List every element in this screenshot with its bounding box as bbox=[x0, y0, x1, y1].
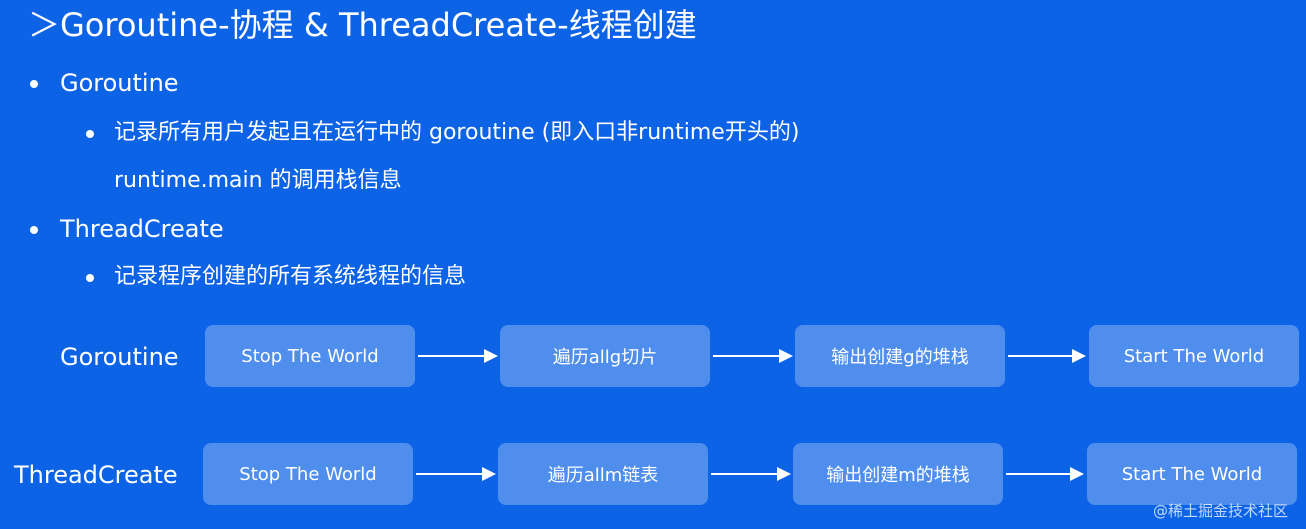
bullet-dot bbox=[30, 226, 38, 234]
step-start-the-world: Start The World bbox=[1087, 443, 1297, 505]
step-stop-the-world: Stop The World bbox=[203, 443, 413, 505]
step-iterate-allm: 遍历allm链表 bbox=[498, 443, 708, 505]
row-label-threadcreate: ThreadCreate bbox=[14, 461, 178, 489]
step-iterate-allg: 遍历allg切片 bbox=[500, 325, 710, 387]
step-start-the-world: Start The World bbox=[1089, 325, 1299, 387]
bullet-threadcreate: ThreadCreate bbox=[60, 215, 224, 243]
sub-bullet-dot bbox=[86, 130, 94, 138]
arrow-right bbox=[416, 467, 496, 481]
arrow-right bbox=[1008, 349, 1086, 363]
goroutine-desc-line-1: 记录所有用户发起且在运行中的 goroutine (即入口非runtime开头的… bbox=[114, 120, 800, 145]
page-title: ＞Goroutine-协程 & ThreadCreate-线程创建 bbox=[28, 6, 697, 44]
arrow-right bbox=[713, 349, 793, 363]
step-output-m-stack: 输出创建m的堆栈 bbox=[793, 443, 1003, 505]
arrow-right bbox=[418, 349, 498, 363]
step-output-g-stack: 输出创建g的堆栈 bbox=[795, 325, 1005, 387]
watermark: @稀土掘金技术社区 bbox=[1152, 502, 1288, 520]
bullet-goroutine: Goroutine bbox=[60, 69, 179, 97]
goroutine-desc-line-2: runtime.main 的调用栈信息 bbox=[114, 168, 402, 193]
threadcreate-desc: 记录程序创建的所有系统线程的信息 bbox=[114, 264, 467, 289]
bullet-dot bbox=[30, 80, 38, 88]
row-label-goroutine: Goroutine bbox=[60, 343, 179, 371]
sub-bullet-dot bbox=[86, 274, 94, 282]
arrow-right bbox=[1006, 467, 1084, 481]
step-stop-the-world: Stop The World bbox=[205, 325, 415, 387]
arrow-right bbox=[711, 467, 791, 481]
